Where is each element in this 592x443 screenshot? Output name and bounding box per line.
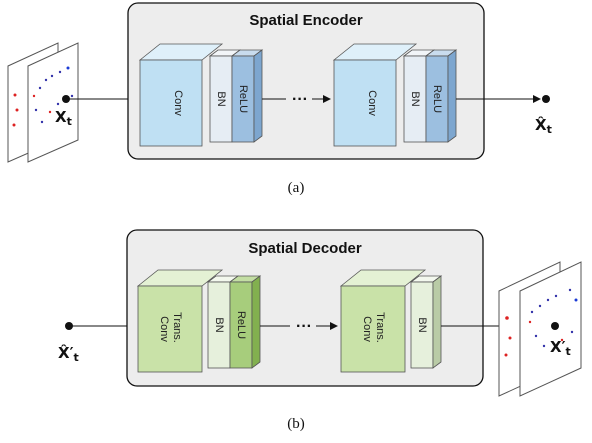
output-node xyxy=(542,95,550,103)
decoder-block-2: Trans. Conv BN xyxy=(339,269,443,373)
encoder-block-1: Conv BN ReLU xyxy=(138,43,264,147)
decoder-title: Spatial Decoder xyxy=(248,240,362,257)
output-node xyxy=(551,322,559,330)
output-label: X̂t xyxy=(535,115,552,136)
conv-layer: Conv xyxy=(138,43,224,147)
scatter-dots xyxy=(504,288,578,357)
relu-label: ReLU xyxy=(431,85,443,113)
bn-label: BN xyxy=(416,317,428,332)
caption-a: (a) xyxy=(288,180,305,196)
input-image-stack xyxy=(7,42,79,163)
relu-layer: ReLU xyxy=(228,275,262,369)
bn-label: BN xyxy=(215,91,227,106)
bn-label: BN xyxy=(409,91,421,106)
trans-conv-layer: Trans. Conv xyxy=(136,269,224,373)
ellipsis: ··· xyxy=(296,318,312,335)
conv-layer: Conv xyxy=(332,43,418,147)
trans-conv-label: Trans. Conv xyxy=(361,312,386,346)
decoder-section: X̂′t Spatial Decoder Trans. Conv BN xyxy=(58,229,582,432)
trans-conv-layer: Trans. Conv xyxy=(339,269,427,373)
caption-b: (b) xyxy=(287,416,305,432)
bn-label: BN xyxy=(213,317,225,332)
trans-conv-label: Trans. Conv xyxy=(158,312,183,346)
scatter-dots xyxy=(12,66,74,127)
bn-layer: BN xyxy=(409,275,443,369)
output-label: X′t xyxy=(550,338,571,358)
bn-layer: BN xyxy=(208,49,242,143)
ellipsis: ··· xyxy=(292,91,308,108)
input-label: X̂′t xyxy=(58,343,79,364)
decoder-block-1: Trans. Conv BN ReLU xyxy=(136,269,262,373)
relu-label: ReLU xyxy=(235,311,247,339)
relu-layer: ReLU xyxy=(230,49,264,143)
output-image-stack xyxy=(498,261,582,397)
encoder-block-2: Conv BN ReLU xyxy=(332,43,458,147)
encoder-section: Xt Spatial Encoder Conv BN ReLU xyxy=(7,2,552,196)
encoder-title: Spatial Encoder xyxy=(249,12,363,29)
conv-label: Conv xyxy=(366,90,378,116)
relu-label: ReLU xyxy=(237,85,249,113)
conv-label: Conv xyxy=(172,90,184,116)
relu-layer: ReLU xyxy=(424,49,458,143)
input-label: Xt xyxy=(55,108,72,128)
